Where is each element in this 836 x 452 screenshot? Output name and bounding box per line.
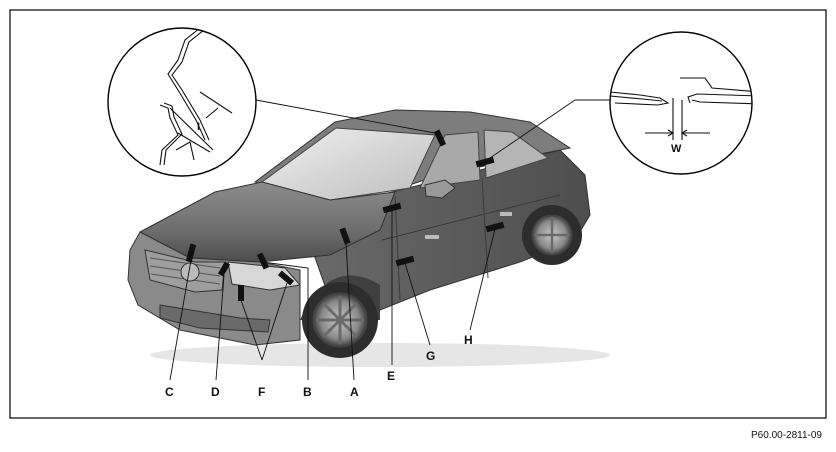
detail-right-magnifier: W	[609, 31, 753, 175]
gap-markers	[185, 129, 505, 301]
detail-right-dimension: W	[671, 143, 682, 155]
callout-a: A	[350, 385, 359, 399]
detail-left-magnifier: I	[107, 27, 257, 177]
callout-e: E	[387, 369, 395, 383]
hood-emblem	[180, 262, 200, 282]
reference-code: P60.00-2811-09	[751, 430, 822, 441]
callout-f: F	[258, 385, 265, 399]
detail-left-dimension: I	[197, 121, 200, 133]
callout-labels: C D F B A E G H	[165, 333, 473, 399]
marker-a	[339, 227, 351, 245]
callout-h: H	[464, 333, 473, 347]
car-illustration	[127, 99, 612, 381]
marker-g	[395, 255, 415, 267]
marker-c	[185, 243, 197, 263]
callout-b: B	[303, 385, 312, 399]
marker-h	[485, 221, 505, 233]
callout-g: G	[426, 349, 435, 363]
rear-side-window	[483, 129, 550, 179]
marker-window	[475, 156, 495, 168]
lower-intake	[159, 304, 271, 333]
diagram-frame	[9, 9, 827, 419]
headlight	[227, 261, 301, 291]
marker-d	[217, 261, 231, 277]
side-mirror	[424, 179, 456, 199]
front-side-window	[419, 131, 481, 189]
marker-b	[256, 252, 270, 270]
marker-e	[382, 202, 402, 214]
marker-f-right	[277, 270, 295, 286]
marker-f-left	[238, 285, 244, 301]
callout-c: C	[165, 385, 174, 399]
leader-lines	[169, 99, 612, 381]
callout-d: D	[211, 385, 220, 399]
